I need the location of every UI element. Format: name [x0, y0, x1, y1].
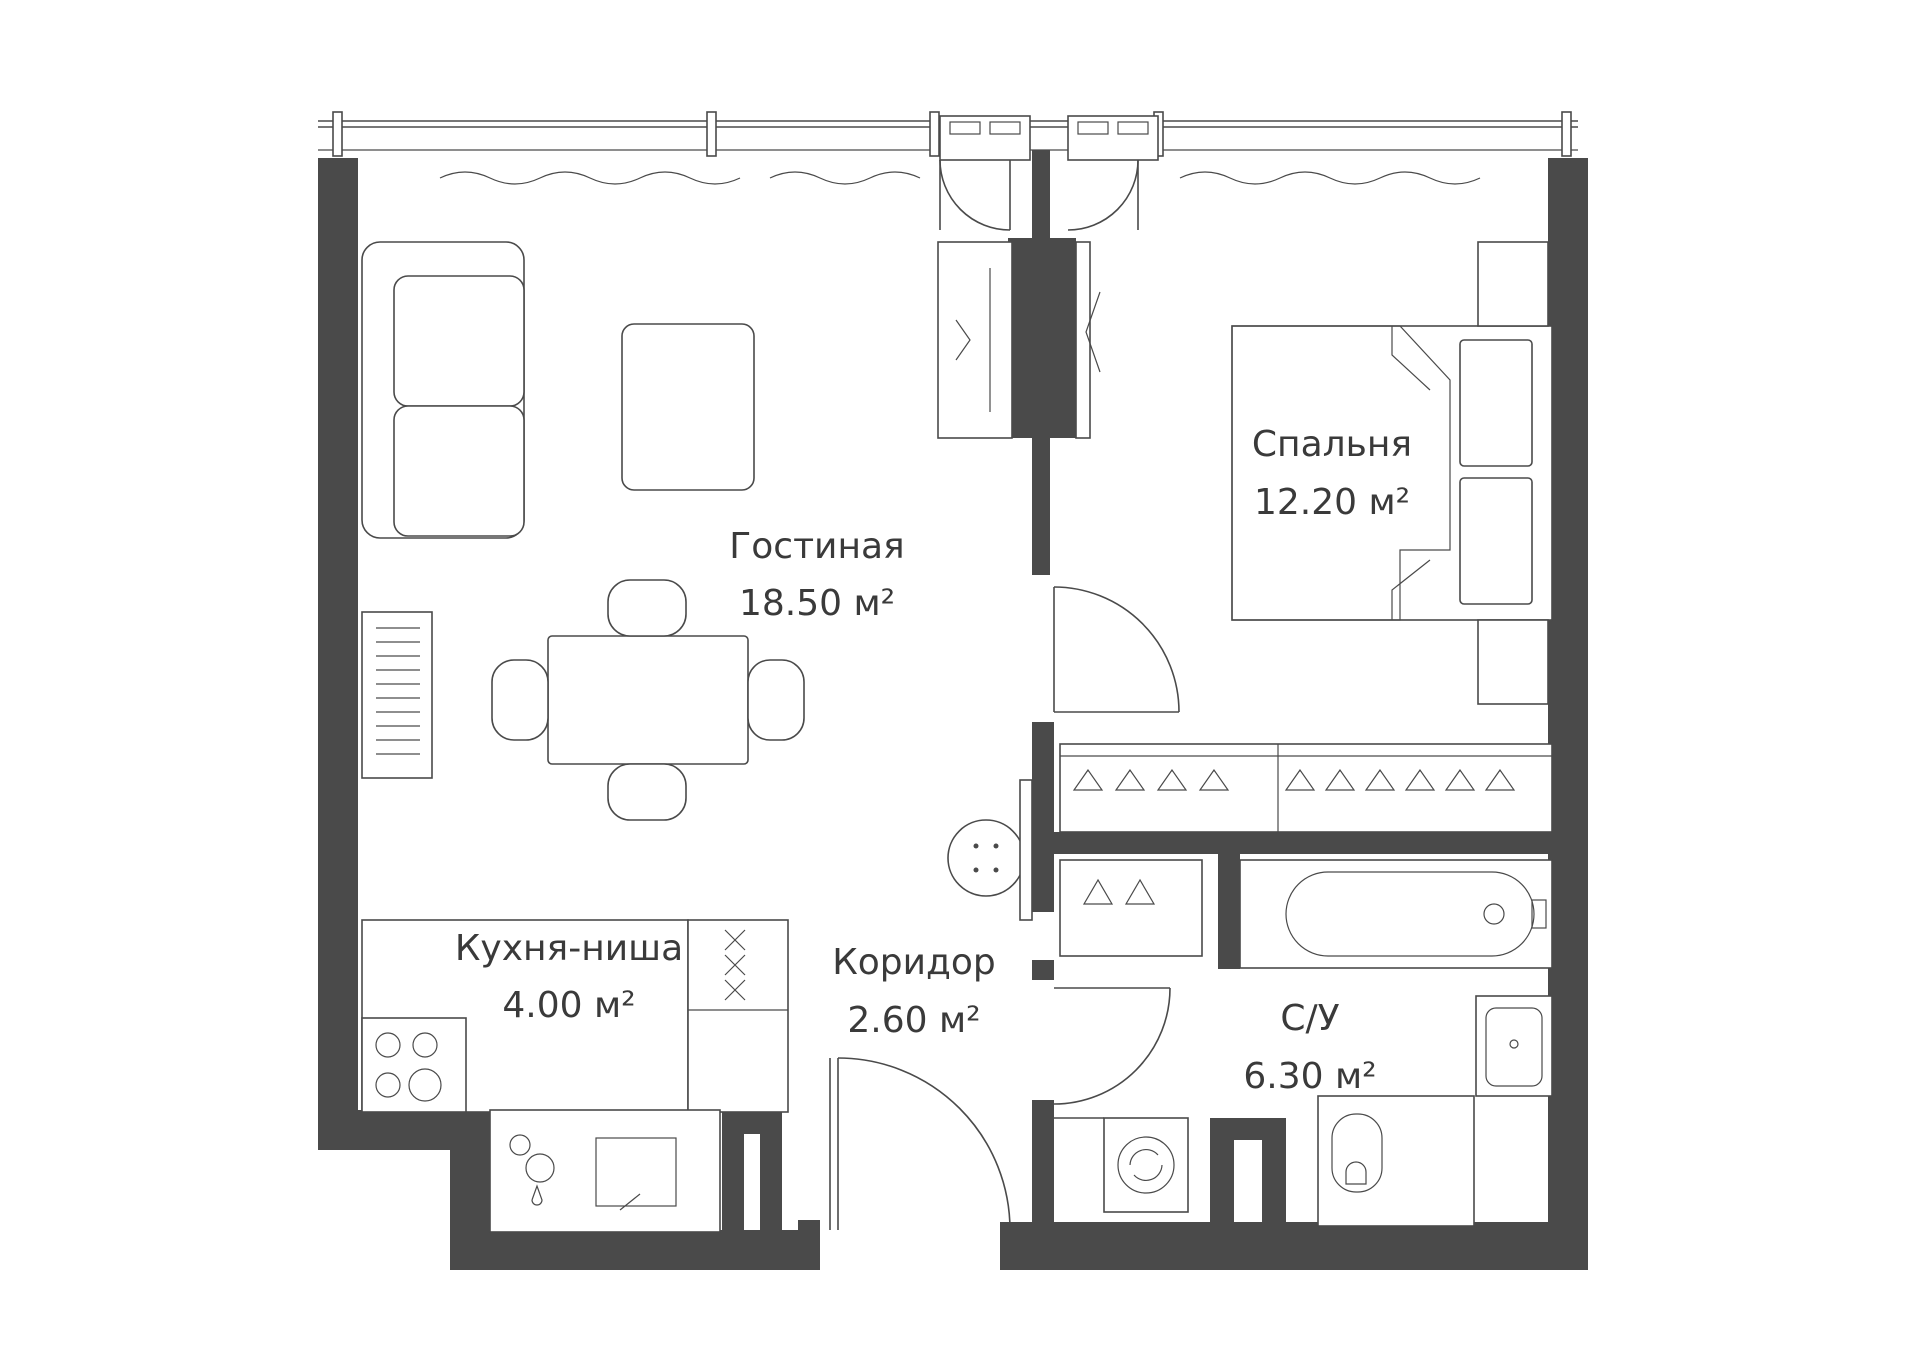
room-living-label: Гостиная 18.50 м²: [729, 526, 904, 624]
room-kitchen-label: Кухня-ниша 4.00 м²: [455, 928, 683, 1026]
toilet: [1317, 1095, 1475, 1227]
room-kitchen-name: Кухня-ниша: [455, 928, 683, 969]
room-bedroom-name: Спальня: [1252, 424, 1412, 465]
bedside-top: [1477, 241, 1549, 327]
room-bedroom-area: 12.20 м²: [1254, 482, 1410, 523]
room-kitchen-area: 4.00 м²: [502, 985, 635, 1026]
room-corridor-label: Коридор 2.60 м²: [832, 942, 996, 1041]
wardrobe-bedroom: [1059, 743, 1553, 833]
corridor-table: [947, 819, 1025, 897]
kitchen-unit: [361, 919, 789, 1233]
bathtub: [1239, 859, 1553, 969]
room-living-name: Гостиная: [729, 526, 904, 567]
wardrobe-living: [1075, 241, 1091, 439]
dining-set: [491, 579, 805, 821]
room-bathroom-label: С/У 6.30 м²: [1243, 998, 1376, 1097]
radiator: [361, 611, 433, 779]
curtains: [439, 171, 1481, 185]
sofa: [361, 241, 525, 539]
walls: [318, 150, 1588, 1270]
tv-cabinet: [937, 241, 1013, 439]
coffee-table: [621, 323, 755, 491]
bed: [1231, 325, 1553, 621]
room-bedroom-label: Спальня 12.20 м²: [1252, 424, 1412, 523]
window-rail: [318, 111, 1578, 161]
room-living-area: 18.50 м²: [739, 583, 895, 624]
corridor-shelf: [1019, 779, 1033, 921]
bedside-bottom: [1477, 619, 1549, 705]
room-corridor-area: 2.60 м²: [847, 1000, 980, 1041]
room-bathroom-area: 6.30 м²: [1243, 1056, 1376, 1097]
corridor-wardrobe: [1059, 859, 1203, 957]
doors: [829, 159, 1180, 1231]
washing-machine: [1103, 1117, 1189, 1213]
room-bathroom-name: С/У: [1280, 998, 1339, 1039]
sink: [1475, 995, 1553, 1097]
room-corridor-name: Коридор: [832, 942, 996, 983]
